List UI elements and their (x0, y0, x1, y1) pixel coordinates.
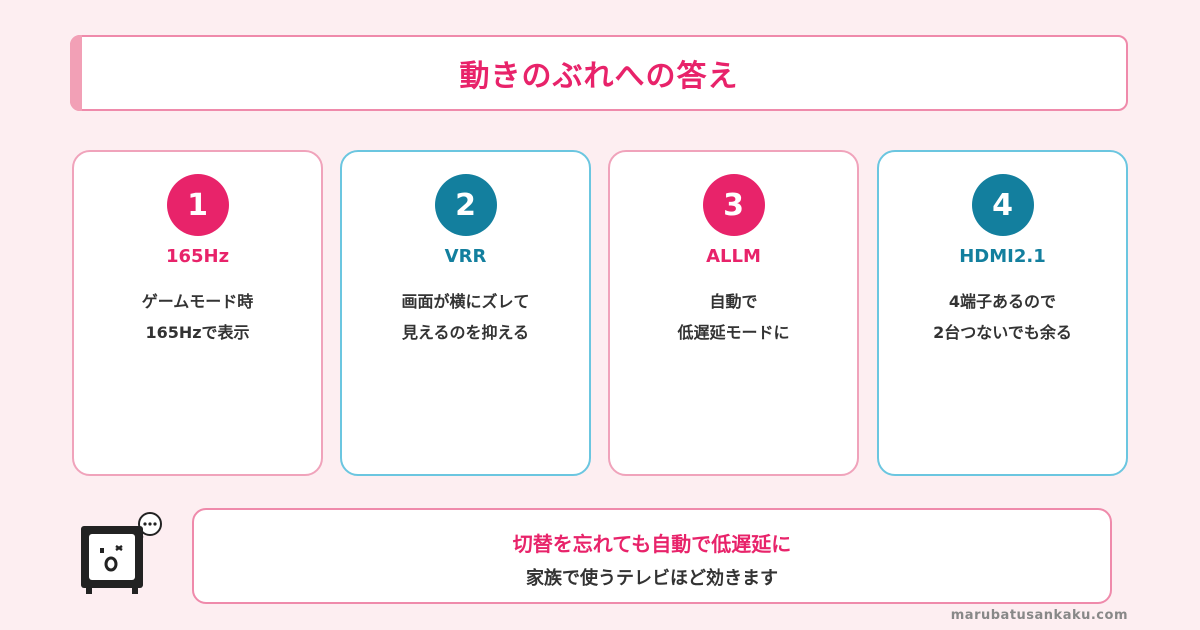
feature-card-2: 2 VRR 画面が横にズレて 見えるのを抑える (340, 150, 591, 476)
card-number-badge: 4 (971, 174, 1034, 236)
card-description: 画面が横にズレて 見えるのを抑える (342, 286, 589, 348)
summary-subtext: 家族で使うテレビほど効きます (526, 568, 778, 589)
card-desc-line: 画面が横にズレて (401, 292, 530, 311)
card-description: ゲームモード時 165Hzで表示 (74, 286, 321, 348)
card-desc-line: 165Hzで表示 (145, 323, 250, 342)
card-description: 自動で 低遅延モードに (610, 286, 857, 348)
card-title: VRR (444, 246, 487, 267)
feature-card-3: 3 ALLM 自動で 低遅延モードに (608, 150, 859, 476)
card-desc-line: 低遅延モードに (677, 323, 790, 342)
card-number-badge: 1 (166, 174, 229, 236)
title-banner: 動きのぶれへの答え (70, 35, 1128, 111)
card-desc-line: 2台つないでも余る (933, 323, 1072, 342)
page-title: 動きのぶれへの答え (459, 59, 739, 94)
site-credit: marubatusankaku.com (950, 608, 1128, 623)
feature-card-1: 1 165Hz ゲームモード時 165Hzで表示 (72, 150, 323, 476)
card-title: ALLM (706, 246, 761, 267)
title-accent-bar (70, 35, 82, 111)
feature-card-4: 4 HDMI2.1 4端子あるので 2台つないでも余る (877, 150, 1128, 476)
card-desc-line: ゲームモード時 (141, 292, 254, 311)
card-number-badge: 2 (434, 174, 497, 236)
summary-headline: 切替を忘れても自動で低遅延に (512, 532, 792, 556)
summary-box: 切替を忘れても自動で低遅延に 家族で使うテレビほど効きます (192, 508, 1112, 604)
card-number-badge: 3 (702, 174, 765, 236)
surprised-tv-mascot-icon (81, 512, 162, 594)
card-description: 4端子あるので 2台つないでも余る (879, 286, 1126, 348)
card-desc-line: 自動で (709, 292, 758, 311)
card-title: HDMI2.1 (959, 246, 1046, 267)
card-desc-line: 見えるのを抑える (401, 323, 530, 342)
card-title: 165Hz (165, 246, 230, 267)
card-desc-line: 4端子あるので (948, 292, 1057, 311)
